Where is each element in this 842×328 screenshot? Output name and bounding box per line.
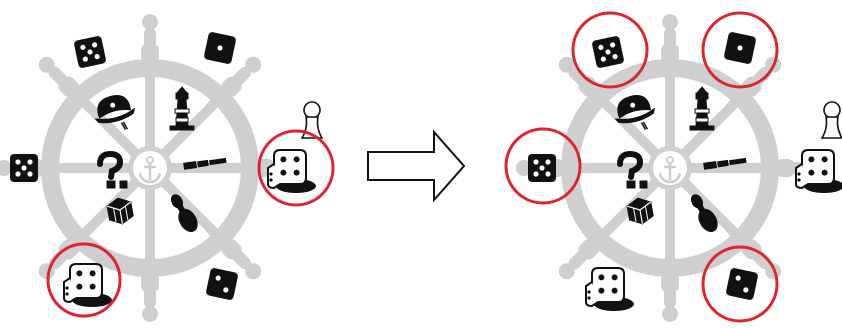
highlight-circle <box>504 127 582 205</box>
rolled-die-icon <box>267 149 316 193</box>
die-icon <box>592 36 624 68</box>
die-icon <box>726 268 758 300</box>
die-icon <box>10 154 38 182</box>
die-icon <box>206 268 238 300</box>
rolled-die-icon <box>585 267 634 311</box>
left-panel <box>0 14 335 322</box>
right-panel <box>504 11 842 323</box>
die-icon <box>528 154 556 182</box>
highlight-circle <box>46 242 122 318</box>
pawn-icon <box>821 101 842 139</box>
highlight-circle <box>701 11 779 89</box>
right-arrow-icon <box>367 129 466 203</box>
ship-wheel-icon <box>516 14 824 322</box>
highlight-circle <box>257 129 335 207</box>
highlight-circle <box>571 11 649 89</box>
highlight-circle <box>701 245 779 323</box>
die-icon <box>74 36 106 68</box>
rolled-die-icon <box>63 263 112 307</box>
die-icon <box>724 32 756 64</box>
ship-wheel-icon <box>0 14 304 322</box>
rolled-die-icon <box>795 149 842 193</box>
die-icon <box>204 32 236 64</box>
